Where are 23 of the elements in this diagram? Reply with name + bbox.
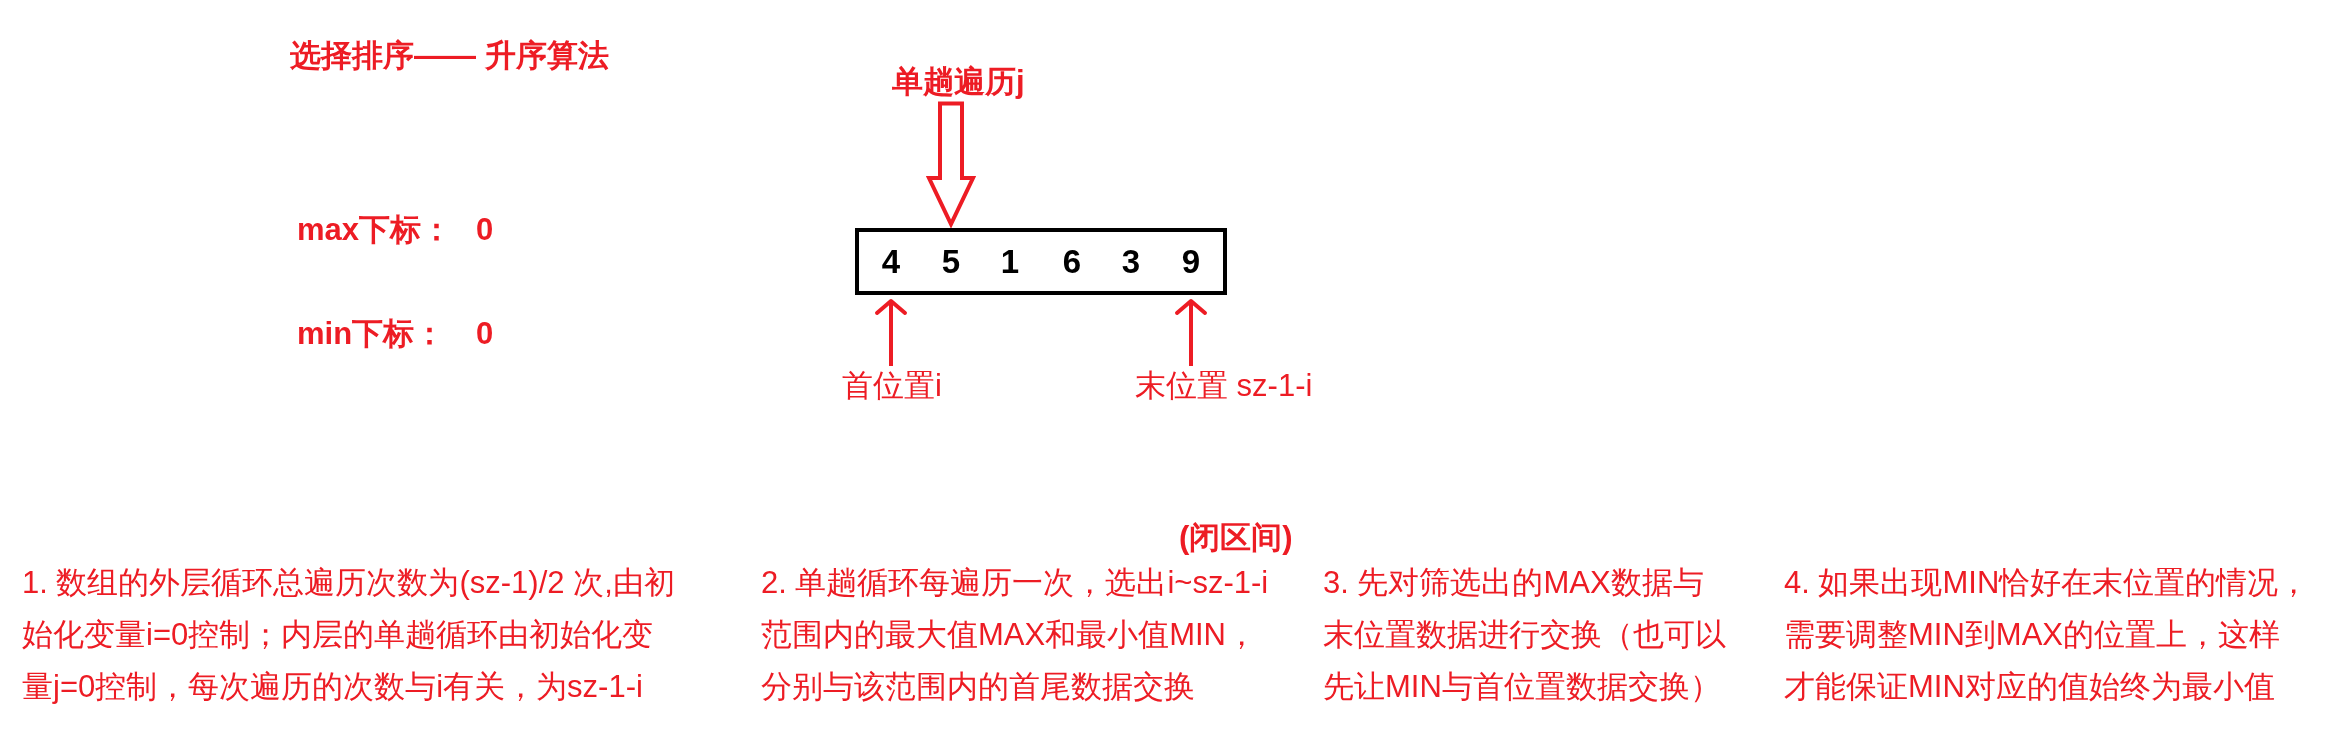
step-text: 1. 数组的外层循环总遍历次数为(sz-1)/2 次,由初始化变量i=0控制；内层的单趟循环由初始化变量j=0控制，每次遍历的次数与i有关，为sz-1-i (22, 564, 676, 706)
pointer-label: 末位置 sz-1-i (1135, 368, 1313, 404)
field-label: max下标： (297, 212, 453, 248)
block-arrow (925, 101, 977, 229)
array-value: 4 (863, 228, 919, 295)
step-text: 3. 先对筛选出的MAX数据与末位置数据进行交换（也可以先让MIN与首位置数据交换） (1323, 564, 1727, 706)
index-value: 0 (476, 212, 494, 248)
arrow (1175, 299, 1207, 366)
array-value: 5 (923, 228, 979, 295)
array-value: 3 (1103, 228, 1159, 295)
step-text: 4. 如果出现MIN恰好在末位置的情况，需要调整MIN到MAX的位置上，这样才能保证MIN对应的值始终为最小值 (1784, 564, 2310, 706)
pointer-label: 首位置i (842, 368, 942, 404)
field-label: min下标： (297, 316, 446, 352)
arrow-label: 单趟遍历j (892, 64, 1025, 100)
array-value: 6 (1044, 228, 1100, 295)
array-value: 1 (982, 228, 1038, 295)
step-text: 2. 单趟循环每遍历一次，选出i~sz-1-i范围内的最大值MAX和最小值MIN，分别与该范围内的首尾数据交换 (761, 564, 1270, 706)
array-value: 9 (1163, 228, 1219, 295)
arrow (875, 299, 907, 366)
index-value: 0 (476, 316, 494, 352)
title: 选择排序—— 升序算法 (290, 38, 609, 74)
note: (闭区间) (1179, 520, 1293, 556)
array-box (855, 228, 1227, 295)
